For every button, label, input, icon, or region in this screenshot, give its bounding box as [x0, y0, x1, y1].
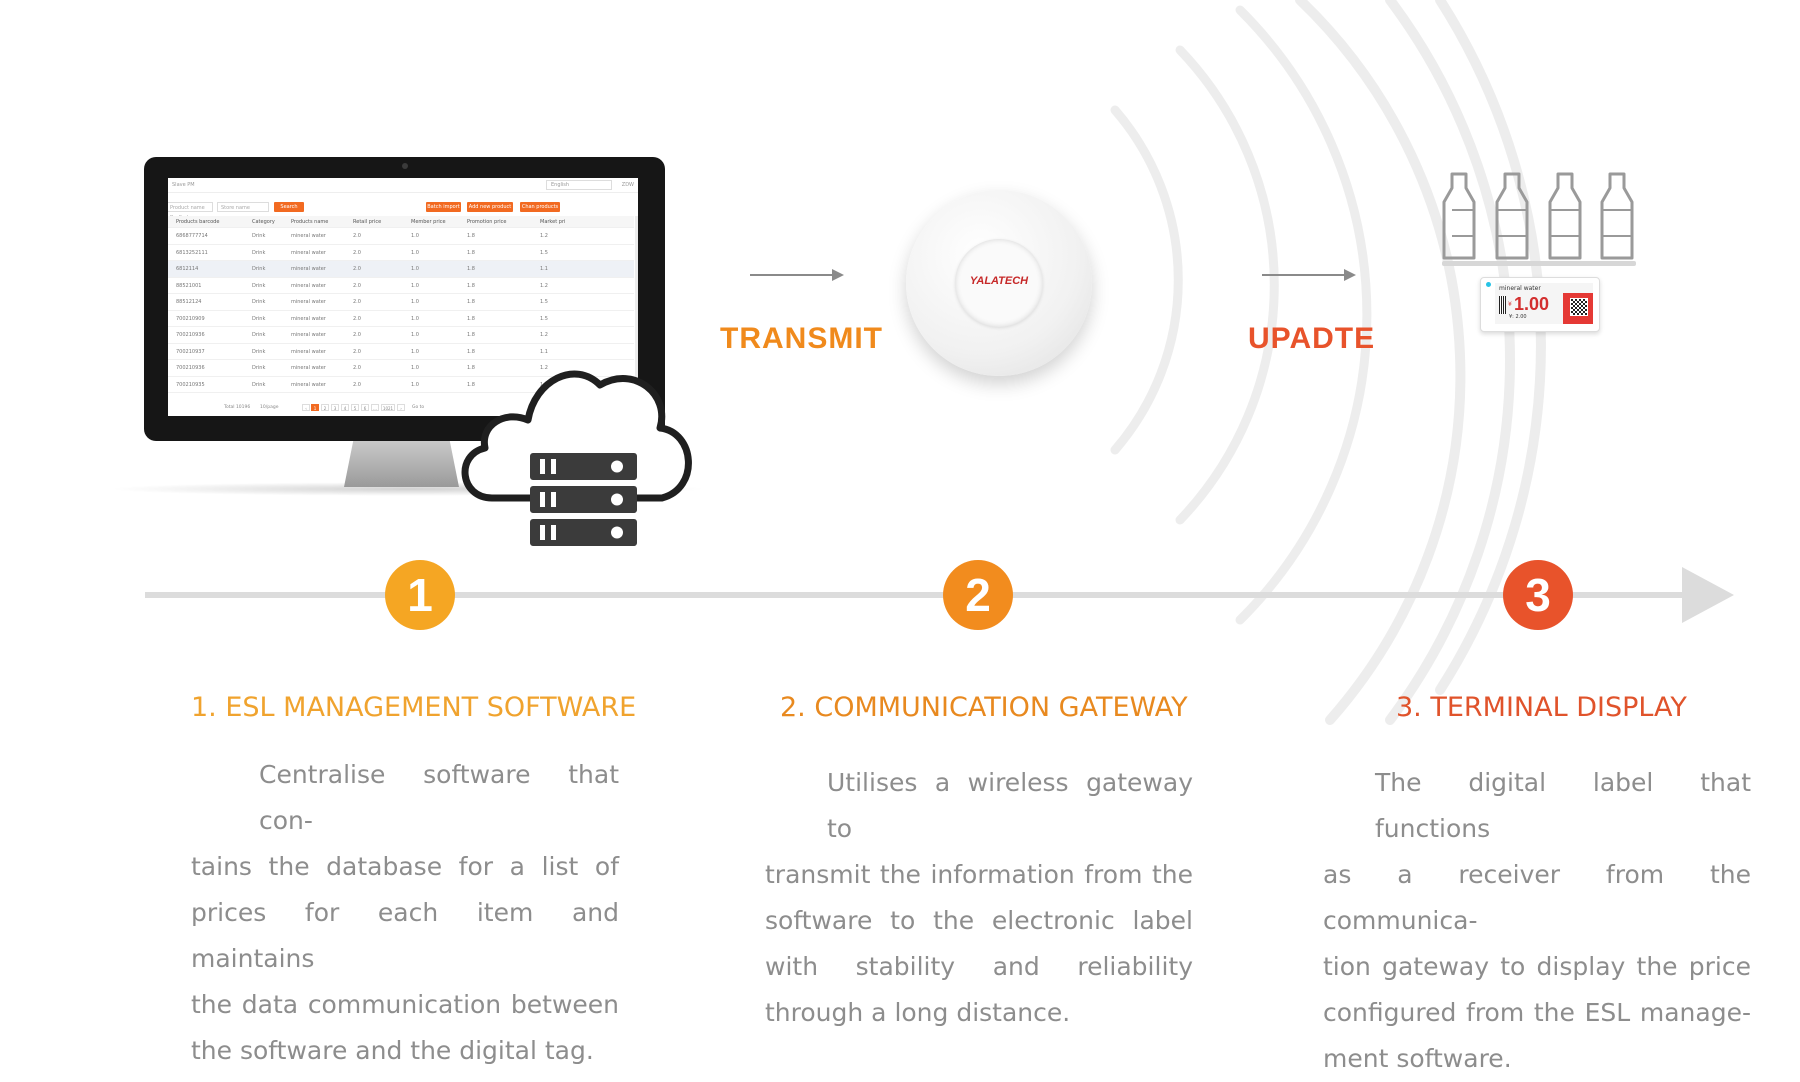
gateway-logo: YALATECH — [955, 275, 1043, 287]
desc-line: software to the electronic label — [765, 898, 1193, 944]
tag-product-name: mineral water — [1499, 285, 1541, 292]
update-label: UPADTE — [1248, 322, 1375, 356]
pager-prev[interactable]: ‹ — [302, 404, 310, 411]
col-header: Category — [252, 219, 275, 225]
language-select[interactable]: English — [546, 180, 612, 190]
pager-size[interactable]: 10/page — [260, 405, 278, 410]
barcode-icon — [1499, 296, 1506, 314]
barcode-search-input[interactable]: Product name BarCode — [168, 202, 213, 212]
timeline-bar — [145, 592, 1700, 598]
camera-dot — [402, 163, 408, 169]
page-button[interactable]: 1 — [311, 404, 319, 411]
step-1-badge: 1 — [385, 560, 455, 630]
add-product-button[interactable]: Add new product — [467, 202, 513, 212]
table-header: Products barcode Category Products name … — [168, 216, 634, 228]
screen-app-title: Slave PM — [172, 182, 195, 188]
pager-total: Total 10196 — [224, 405, 250, 410]
col-header: Products barcode — [176, 219, 219, 225]
col-header: Member price — [411, 219, 446, 225]
desc-line: Centralise software that con- — [191, 752, 619, 844]
batch-import-button[interactable]: Batch import — [426, 202, 461, 212]
tag-led — [1486, 282, 1491, 287]
page-button[interactable]: 2 — [321, 404, 329, 411]
search-button[interactable]: Search — [274, 202, 304, 212]
update-arrow — [1262, 274, 1354, 276]
desc-line: as a receiver from the communica- — [1323, 852, 1751, 944]
step-2-badge: 2 — [943, 560, 1013, 630]
desc-line: tains the database for a list of — [191, 844, 619, 890]
desc-line: prices for each item and maintains — [191, 890, 619, 982]
store-search-input[interactable]: Store name — [217, 202, 269, 212]
tag-currency: ¥ — [1508, 301, 1512, 308]
page-button[interactable]: ... — [371, 404, 379, 411]
gateway-center: YALATECH — [955, 239, 1043, 327]
tag-red-panel — [1563, 293, 1593, 324]
tag-screen: mineral water ¥ 1.00 ¥: 2.00 — [1495, 283, 1593, 324]
screen-user[interactable]: ZDW — [622, 182, 634, 188]
col-header: Promotion price — [467, 219, 506, 225]
step-3-description: The digital label that functions as a re… — [1323, 760, 1751, 1082]
desc-line: Utilises a wireless gateway to — [765, 760, 1193, 852]
desc-line: The digital label that functions — [1323, 760, 1751, 852]
esl-price-tag: mineral water ¥ 1.00 ¥: 2.00 — [1480, 277, 1600, 332]
desc-line: tion gateway to display the price — [1323, 944, 1751, 990]
transmit-arrow — [750, 274, 842, 276]
pager-next[interactable]: › — [397, 404, 405, 411]
desc-line: configured from the ESL manage- — [1323, 990, 1751, 1036]
col-header: Products name — [291, 219, 328, 225]
bottles-icon — [1440, 170, 1640, 262]
change-products-button[interactable]: Chan products — [520, 202, 560, 212]
desc-line: the software and the digital tag. — [191, 1028, 619, 1074]
cloud-server-icon — [450, 340, 710, 555]
desc-line: the data communication between — [191, 982, 619, 1028]
step-2-title: 2. COMMUNICATION GATEWAY — [780, 692, 1188, 723]
screen-topbar: Slave PM English ZDW — [168, 178, 638, 193]
page-button[interactable]: 5 — [351, 404, 359, 411]
pager-goto[interactable]: Go to — [412, 405, 424, 410]
step-2-description: Utilises a wireless gateway to transmit … — [765, 760, 1193, 1036]
col-header: Market pri — [540, 219, 565, 225]
step-3-badge: 3 — [1503, 560, 1573, 630]
desc-line: ment software. — [1323, 1036, 1751, 1082]
monitor-stand — [344, 441, 459, 487]
desc-line: with stability and reliability — [765, 944, 1193, 990]
step-1-title: 1. ESL MANAGEMENT SOFTWARE — [191, 692, 636, 723]
gateway-device: YALATECH — [906, 190, 1092, 376]
page-button[interactable]: 4 — [341, 404, 349, 411]
tag-price: 1.00 — [1514, 294, 1549, 315]
qr-code-icon — [1570, 298, 1588, 316]
desc-line: through a long distance. — [765, 990, 1193, 1036]
desc-line: transmit the information from the — [765, 852, 1193, 898]
transmit-label: TRANSMIT — [720, 322, 883, 356]
page-button[interactable]: 6 — [361, 404, 369, 411]
step-1-description: Centralise software that con- tains the … — [191, 752, 619, 1074]
tag-old-price: ¥: 2.00 — [1509, 314, 1527, 320]
page-button[interactable]: 3 — [331, 404, 339, 411]
col-header: Retail price — [353, 219, 381, 225]
shelf-rail — [1442, 261, 1636, 266]
timeline-arrowhead — [1682, 567, 1734, 623]
page-button[interactable]: 1021 — [381, 404, 395, 411]
step-3-title: 3. TERMINAL DISPLAY — [1396, 692, 1687, 723]
